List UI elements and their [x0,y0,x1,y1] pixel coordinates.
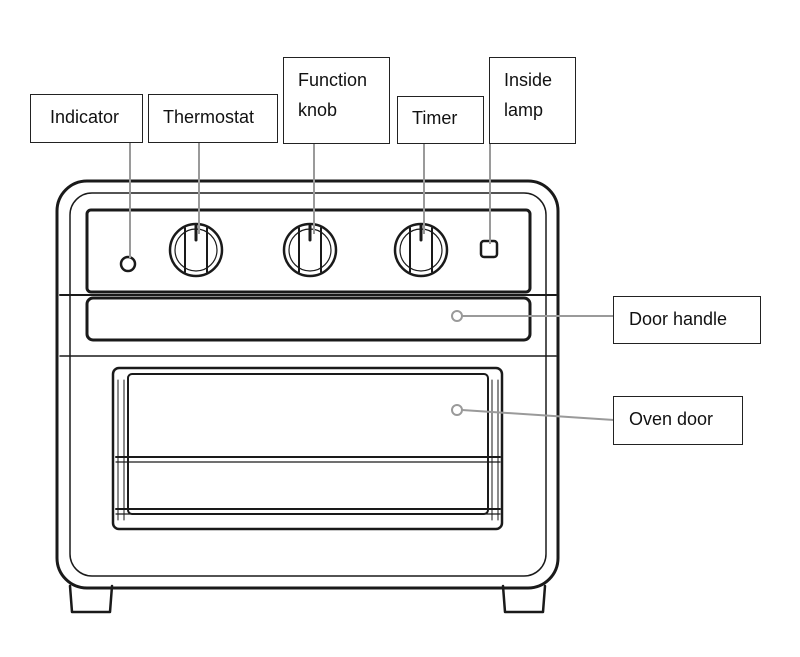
label-oven-door: Oven door [613,396,743,445]
oven-door-window [111,366,504,531]
oven-door-inner [127,373,489,515]
oven-body-inner-outline [69,192,547,577]
label-door-handle: Door handle [613,296,761,344]
label-indicator: Indicator [30,94,143,143]
label-function-knob-line1: Function [298,70,368,90]
function-knob [282,222,338,278]
label-door-handle-text: Door handle [629,309,728,329]
door-side-right [491,379,499,521]
foot-left [68,584,114,614]
label-inside-lamp: Inside lamp [489,57,576,144]
label-function-knob-line2: knob [298,100,338,120]
label-inside-lamp-line2: lamp [504,100,544,120]
label-thermostat: Thermostat [148,94,278,143]
label-timer: Timer [397,96,484,144]
leader-dot-door-handle [451,310,463,322]
label-inside-lamp-line1: Inside [504,70,553,90]
control-panel [85,208,532,294]
door-handle [85,296,532,342]
label-function-knob: Function knob [283,57,390,144]
thermostat-knob [168,222,224,278]
label-timer-text: Timer [412,108,458,128]
door-side-left [117,379,125,521]
indicator-light [119,255,137,273]
leader-oven-door [461,409,615,421]
label-oven-door-text: Oven door [629,409,714,429]
timer-knob [393,222,449,278]
leader-dot-oven-door [451,404,463,416]
label-thermostat-text: Thermostat [163,107,255,127]
foot-right [501,584,547,614]
label-indicator-text: Indicator [50,107,120,127]
